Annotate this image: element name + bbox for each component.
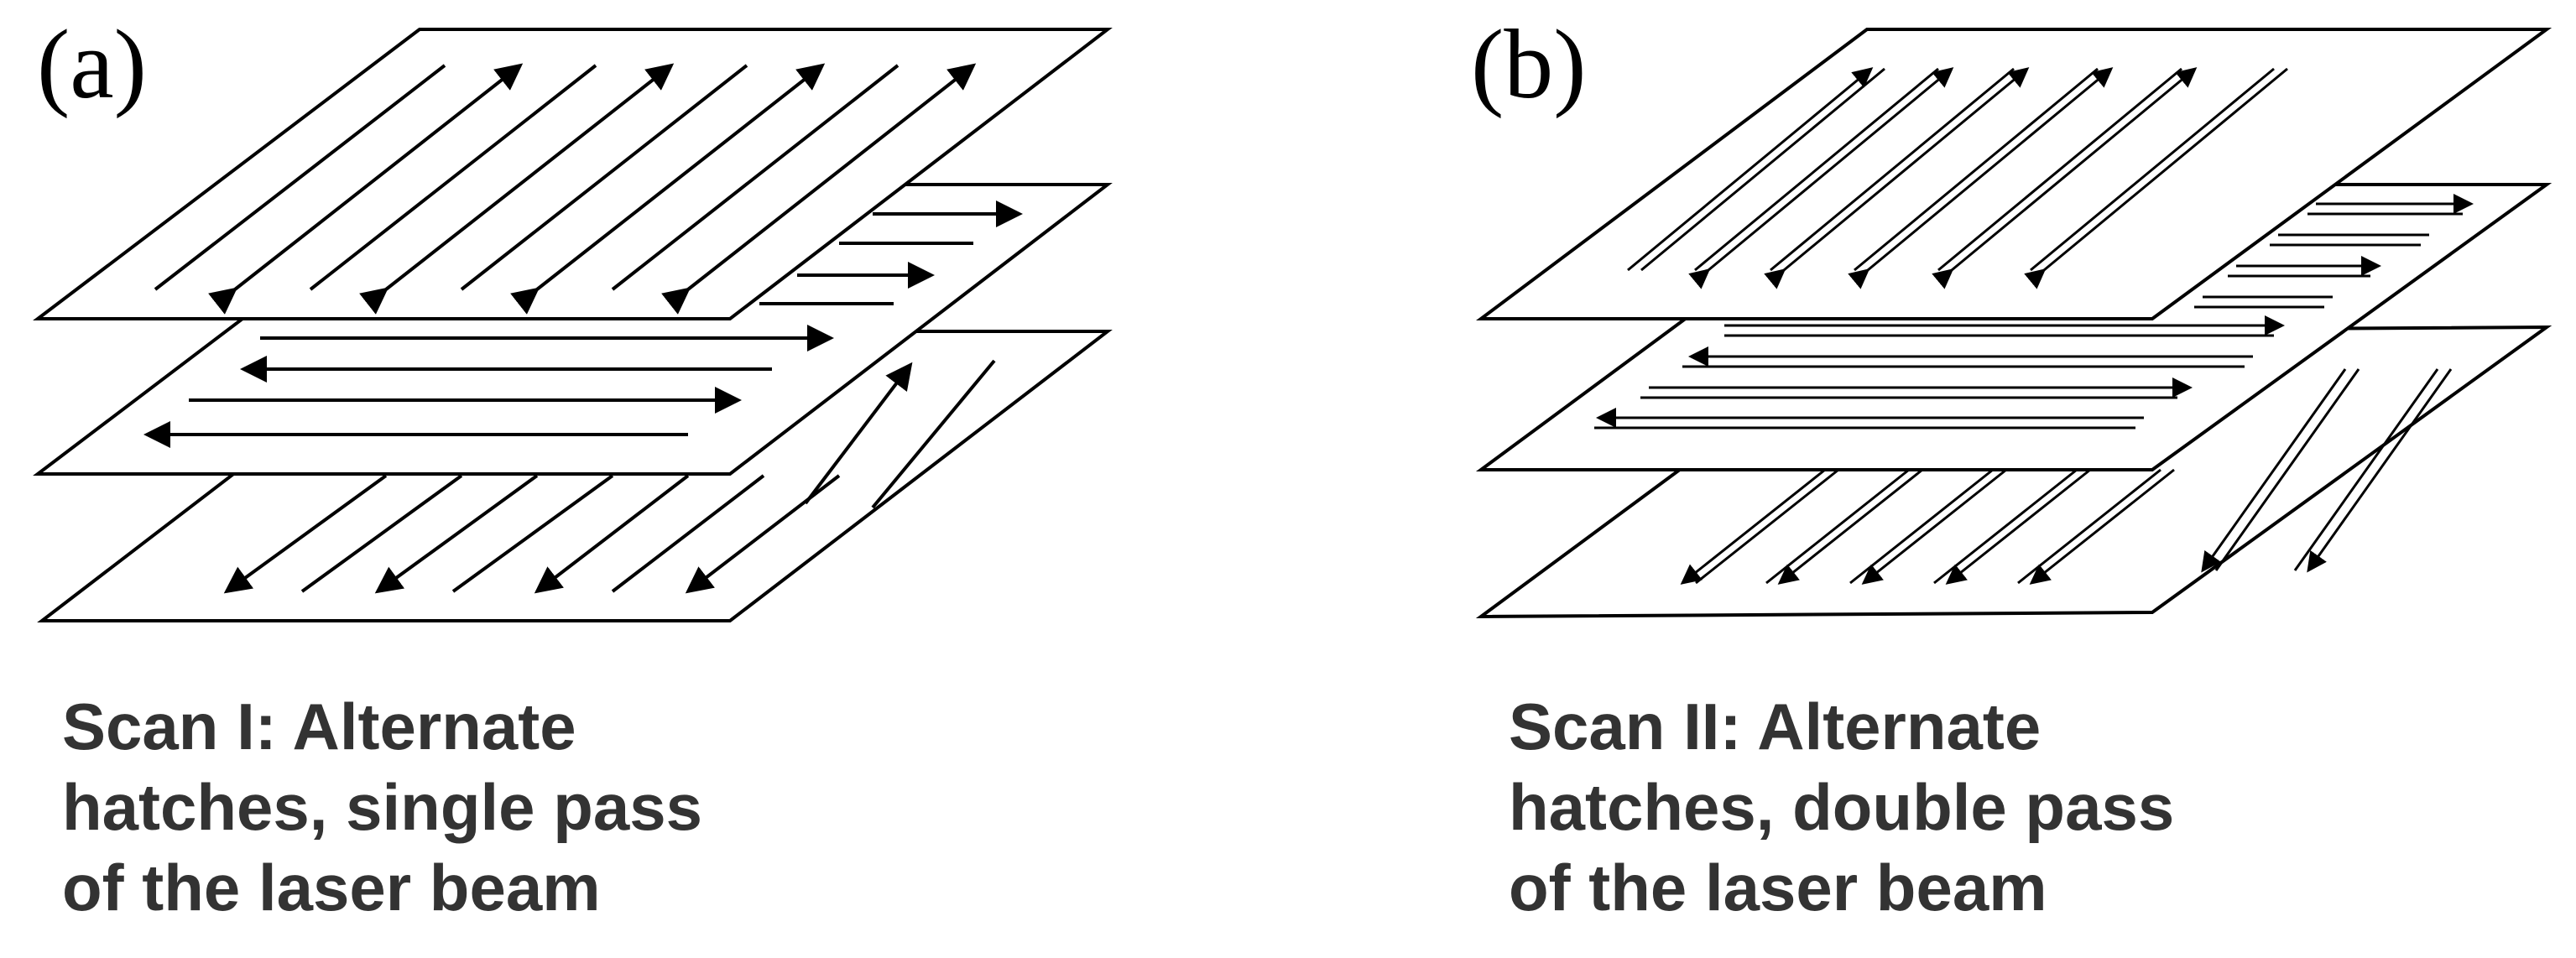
hatch-line <box>2307 368 2453 573</box>
scan-layers-diagram <box>33 28 1113 622</box>
hatch-line <box>2201 368 2347 573</box>
middle-layer <box>1475 183 2553 471</box>
caption-line: Scan I: Alternate <box>62 690 576 763</box>
hatch-line <box>2017 468 2161 585</box>
hatch-line <box>2029 468 2175 585</box>
hatch-line <box>534 474 690 594</box>
hatch-line <box>1765 468 1910 585</box>
caption-line: of the laser beam <box>1509 851 2047 924</box>
hatch-line <box>1932 67 2198 289</box>
hatch-line <box>2293 368 2439 571</box>
hatch-line <box>871 359 996 509</box>
hatch-line <box>611 474 765 593</box>
hatch-line <box>2214 368 2360 571</box>
top-layer <box>1476 28 2553 320</box>
panel-scan-ii: (b) <box>1288 0 2576 958</box>
caption-line: of the laser beam <box>62 851 601 924</box>
scan-layers-diagram <box>1475 28 2553 619</box>
caption-line: Scan II: Alternate <box>1509 690 2042 763</box>
hatch-line <box>2030 67 2275 272</box>
hatch-line <box>374 474 539 594</box>
hatch-line <box>1945 468 2091 585</box>
hatch-line <box>300 474 463 593</box>
caption-line: hatches, single pass <box>62 770 702 844</box>
caption-line: hatches, double pass <box>1509 770 2175 844</box>
panel-label: (a) <box>37 9 147 119</box>
top-layer <box>33 28 1113 320</box>
hatch-line <box>1933 468 2078 585</box>
scan-caption: Scan I: Alternate hatches, single pass o… <box>62 686 702 928</box>
hatch-line <box>1777 468 1923 585</box>
hatch-line <box>1680 468 1826 585</box>
panel-scan-i: (a) <box>33 9 1113 928</box>
hatch-line <box>804 362 913 505</box>
panel-label: (b) <box>1471 9 1587 119</box>
hatch-line <box>451 474 614 593</box>
hatch-line <box>223 474 388 594</box>
hatch-line <box>2024 67 2288 289</box>
hatch-line <box>1695 468 1839 585</box>
scan-caption: Scan II: Alternate hatches, double pass … <box>1509 686 2174 928</box>
hatch-line <box>661 63 977 315</box>
hatch-line <box>1861 468 2007 585</box>
bottom-layer <box>37 330 1113 622</box>
hatch-line <box>1849 468 1994 585</box>
